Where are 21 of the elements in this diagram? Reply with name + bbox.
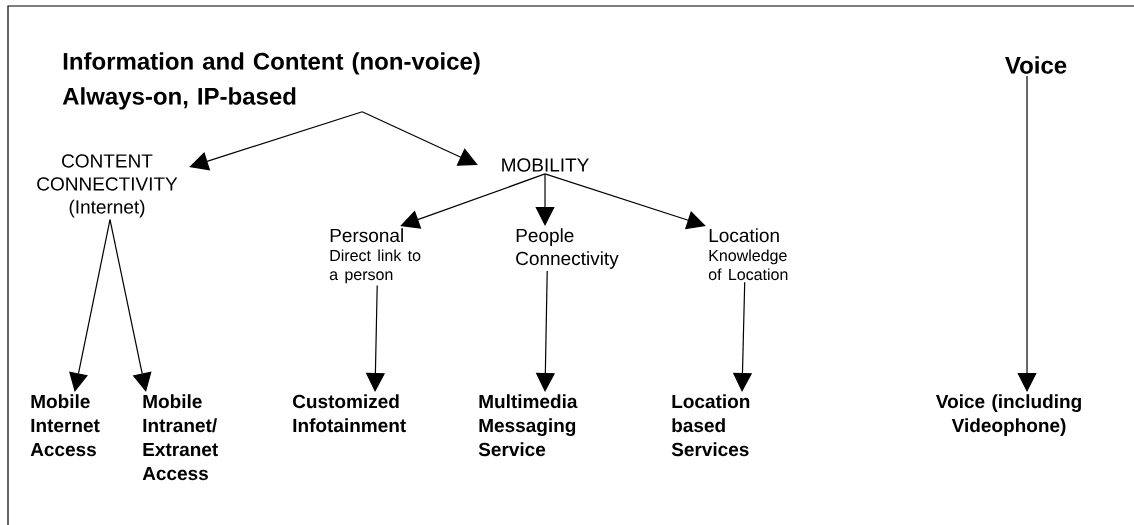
arrow <box>189 111 363 171</box>
category-label: Personal Direct link to a person <box>329 228 421 284</box>
arrow <box>109 219 152 392</box>
service-label: Mobile Internet Access <box>30 394 100 457</box>
heading: Information and Content (non-voice) Always-on, IP-based <box>62 52 480 110</box>
arrow <box>544 173 706 230</box>
service-label: Customized Infotainment <box>293 394 406 433</box>
category-label: People Connectivity <box>516 228 619 269</box>
arrow <box>69 219 111 392</box>
arrow <box>361 111 478 166</box>
service-label: Location based Services <box>671 394 750 457</box>
arrow <box>535 173 555 226</box>
service-label: Voice (including Videophone) <box>935 394 1081 436</box>
service-label: Multimedia Messaging Service <box>478 394 578 457</box>
arrow <box>400 173 546 229</box>
category-label: MOBILITY <box>502 158 589 172</box>
heading: Voice <box>1005 56 1067 74</box>
service-label: Mobile Intranet/ Extranet Access <box>142 394 218 481</box>
category-label: Location Knowledge of Location <box>708 228 788 281</box>
category-label: CONTENT CONNECTIVITY (Internet) <box>37 154 178 218</box>
arrow <box>1017 75 1037 392</box>
